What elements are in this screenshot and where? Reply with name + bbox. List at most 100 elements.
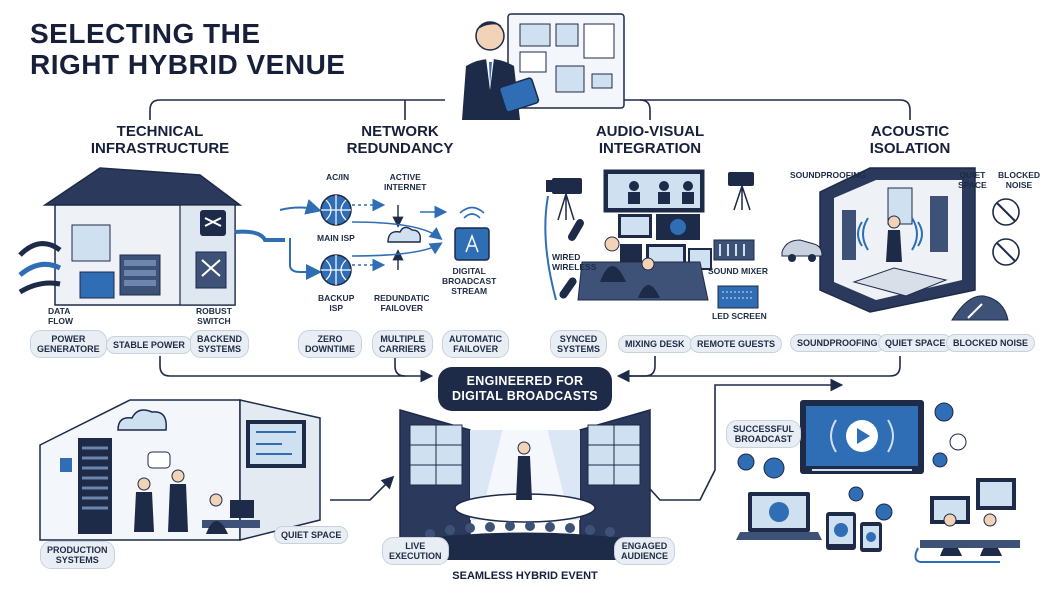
label-redundatic-failover: REDUNDATIC FAILOVER <box>374 293 430 313</box>
pill-line: PRODUCTION <box>47 545 108 555</box>
pill-multiple-carriers: MULTIPLE CARRIERS <box>372 330 434 358</box>
acoustic-room-illustration <box>781 167 1020 321</box>
label-robust-switch: ROBUST SWITCH <box>196 306 232 326</box>
label-main-isp: MAIN ISP <box>317 233 355 243</box>
production-room-illustration <box>39 399 321 541</box>
label-line: WIRED <box>552 252 581 262</box>
caption-seamless-hybrid-event: SEAMLESS HYBRID EVENT <box>452 570 598 582</box>
label-sound-mixer: SOUND MIXER <box>708 266 768 276</box>
pill-bottom-quiet-space: QUIET SPACE <box>274 526 349 544</box>
pill-line: QUIET SPACE <box>885 338 946 348</box>
heading-line: REDUNDANCY <box>346 140 454 157</box>
label-line: AC/IN <box>326 172 350 182</box>
label-line: REDUNDATIC <box>374 293 430 303</box>
heading-acoustic-isolation: ACOUSTIC ISOLATION <box>830 123 990 157</box>
av-integration-illustration <box>544 169 759 309</box>
label-soundproofing: SOUNDPROOFING <box>790 170 866 180</box>
pill-live-execution: LIVE EXECUTION <box>382 537 449 565</box>
label-line: FLOW <box>48 316 74 326</box>
heading-audio-visual-integration: AUDIO-VISUAL INTEGRATION <box>570 123 730 157</box>
label-data-flow: DATA FLOW <box>48 306 73 326</box>
page-title: SELECTING THE RIGHT HYBRID VENUE <box>30 18 345 80</box>
pill-line: ENGAGED <box>621 541 668 551</box>
pill-remote-guests: REMOTE GUESTS <box>690 335 783 353</box>
label-line: NOISE <box>1005 180 1033 190</box>
heading-line: ACOUSTIC <box>870 123 950 140</box>
top-connector-lines <box>149 99 911 120</box>
label-line: FAILOVER <box>380 303 424 313</box>
pill-line: REMOTE GUESTS <box>697 339 776 349</box>
heading-line: AUDIO-VISUAL <box>595 123 705 140</box>
pill-synced-systems: SYNCED SYSTEMS <box>550 330 608 358</box>
label-line: ISP <box>329 303 344 313</box>
pill-line: SOUNDPROOFING <box>797 338 878 348</box>
label-line: STREAM <box>451 286 488 296</box>
pill-line: BLOCKED NOISE <box>953 338 1029 348</box>
label-acin: AC/IN <box>326 172 349 182</box>
label-line: DIGITAL <box>452 266 486 276</box>
pill-line: QUIET SPACE <box>281 530 342 540</box>
pill-line: GENERATORE <box>37 344 100 354</box>
label-line: MAIN ISP <box>317 233 355 243</box>
title-line: SELECTING THE <box>30 18 261 49</box>
hub-line: DIGITAL BROADCASTS <box>452 389 598 403</box>
pill-line: SUCCESSFUL <box>733 424 795 434</box>
heading-line: NETWORK <box>361 123 439 140</box>
infrastructure-house-illustration <box>18 167 285 306</box>
pill-zero-downtime: ZERO DOWNTIME <box>298 330 362 358</box>
flow-arrows-to-hub <box>159 356 901 501</box>
pill-blocked-noise: BLOCKED NOISE <box>946 334 1036 352</box>
presenter-illustration <box>462 13 625 120</box>
label-line: SOUND MIXER <box>708 266 768 276</box>
pill-stable-power: STABLE POWER <box>106 336 192 354</box>
pill-successful-broadcast: SUCCESSFUL BROADCAST <box>726 420 802 448</box>
pill-line: SYSTEMS <box>197 344 241 354</box>
pill-line: ZERO <box>317 334 343 344</box>
label-line: WIRELESS <box>552 262 597 272</box>
pill-line: SYSTEMS <box>557 344 601 354</box>
pill-line: MIXING DESK <box>625 339 685 349</box>
label-quiet-space: QUIET SPACE <box>958 170 987 190</box>
heading-network-redundancy: NETWORK REDUNDANCY <box>320 123 480 157</box>
label-line: LED SCREEN <box>712 311 767 321</box>
pill-line: DOWNTIME <box>305 344 355 354</box>
heading-line: TECHNICAL <box>116 123 204 140</box>
pill-quiet-space: QUIET SPACE <box>878 334 953 352</box>
label-line: BACKUP <box>318 293 355 303</box>
pill-mixing-desk: MIXING DESK <box>618 335 692 353</box>
label-line: ACTIVE <box>389 172 421 182</box>
label-active-internet: ACTIVE INTERNET <box>384 172 427 192</box>
label-line: SPACE <box>958 180 987 190</box>
heading-technical-infrastructure: TECHNICAL INFRASTRUCTURE <box>80 123 240 157</box>
label-line: INTERNET <box>384 182 427 192</box>
heading-line: INTEGRATION <box>598 140 702 157</box>
label-line: SWITCH <box>197 316 231 326</box>
label-blocked-noise: BLOCKED NOISE <box>998 170 1040 190</box>
pill-line: FAILOVER <box>453 344 499 354</box>
pill-power-generatore: POWER GENERATORE <box>30 330 107 358</box>
pill-line: CARRIERS <box>379 344 427 354</box>
pill-line: AUTOMATIC <box>449 334 503 344</box>
hybrid-event-stage-illustration <box>399 409 651 560</box>
pill-line: STABLE POWER <box>113 340 185 350</box>
title-line: RIGHT HYBRID VENUE <box>30 49 346 80</box>
pill-soundproofing: SOUNDPROOFING <box>790 334 885 352</box>
label-line: DATA <box>48 306 71 316</box>
network-redundancy-illustration <box>279 194 490 286</box>
pill-line: SYNCED <box>559 334 598 344</box>
heading-line: ISOLATION <box>869 140 951 157</box>
pill-production-systems: PRODUCTION SYSTEMS <box>40 541 115 569</box>
label-wired-wireless: WIRED WIRELESS <box>552 252 596 272</box>
label-line: BROADCAST <box>442 276 497 286</box>
pill-line: BROADCAST <box>734 434 793 444</box>
broadcast-devices-illustration <box>736 400 1020 563</box>
pill-line: BACKEND <box>197 334 242 344</box>
pill-line: POWER <box>51 334 86 344</box>
hub-line: ENGINEERED FOR <box>466 374 584 388</box>
label-led-screen: LED SCREEN <box>712 311 767 321</box>
heading-line: INFRASTRUCTURE <box>90 140 230 157</box>
pill-backend-systems: BACKEND SYSTEMS <box>190 330 249 358</box>
label-line: QUIET <box>959 170 986 180</box>
label-digital-broadcast-stream: DIGITAL BROADCAST STREAM <box>442 266 496 296</box>
